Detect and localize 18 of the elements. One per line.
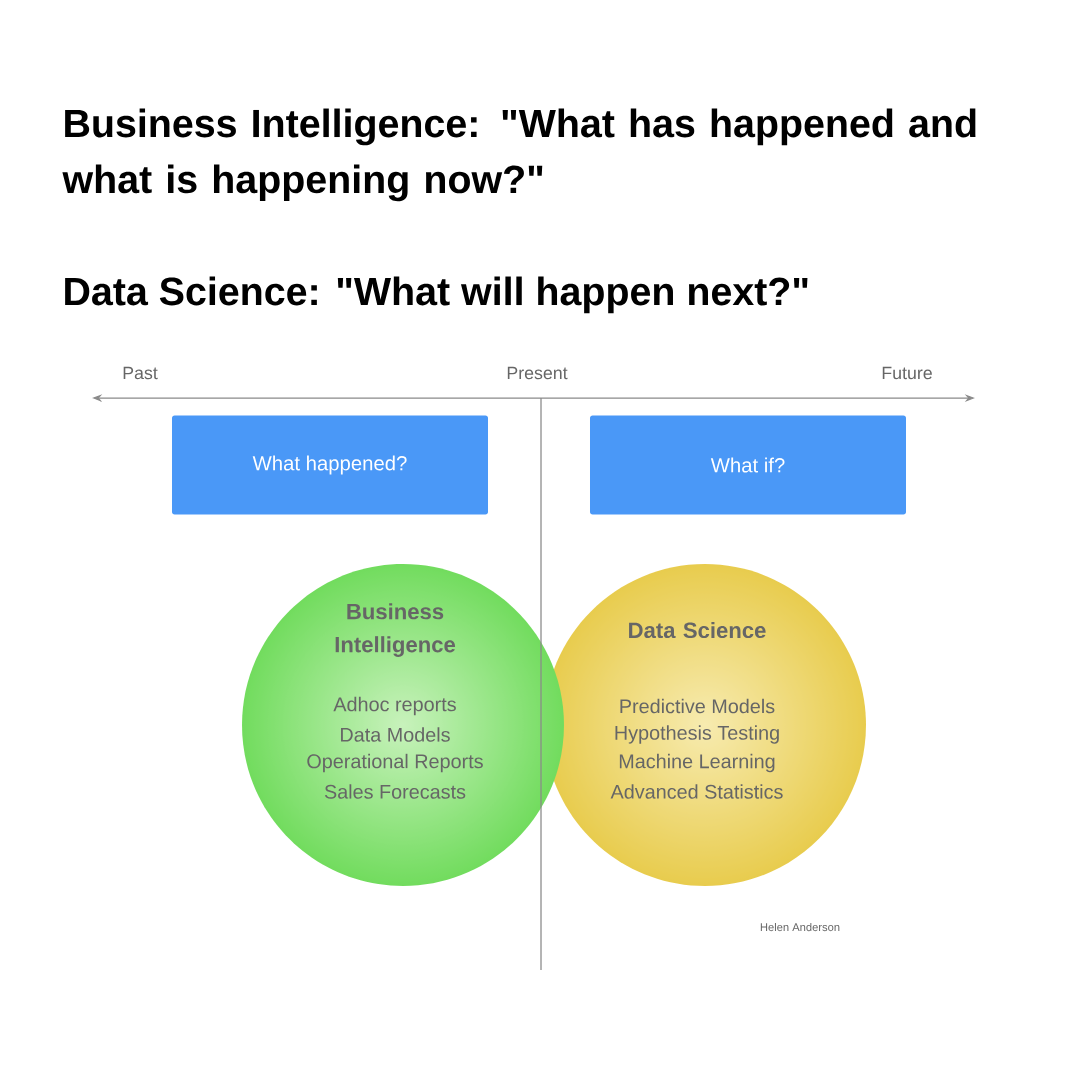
- list-item: Machine Learning: [619, 753, 775, 773]
- list-item: Advanced Statistics: [610, 784, 783, 799]
- list-item: Hypothesis Testing: [615, 725, 779, 744]
- list-item: Data Models: [341, 727, 450, 742]
- author-credit: Helen Anderson: [760, 922, 840, 932]
- list-item: Operational Reports: [307, 753, 483, 773]
- axis-label: Present: [507, 366, 568, 380]
- circle-heading: Business Intelligence: [335, 603, 456, 657]
- axis-label: Future: [882, 366, 932, 380]
- list-item: Predictive Models: [620, 698, 775, 714]
- heading: Business Intelligence: "What has happened and what is happening now?": [62, 108, 976, 202]
- axis-label: Past: [123, 366, 158, 380]
- circle-heading: Data Science: [629, 621, 766, 639]
- label-box: What if?: [590, 415, 906, 515]
- list-item: Adhoc reports: [333, 696, 456, 716]
- label-box: What happened?: [172, 415, 488, 515]
- heading: Data Science: "What will happen next?": [65, 276, 808, 314]
- list-item: Sales Forecasts: [324, 784, 466, 799]
